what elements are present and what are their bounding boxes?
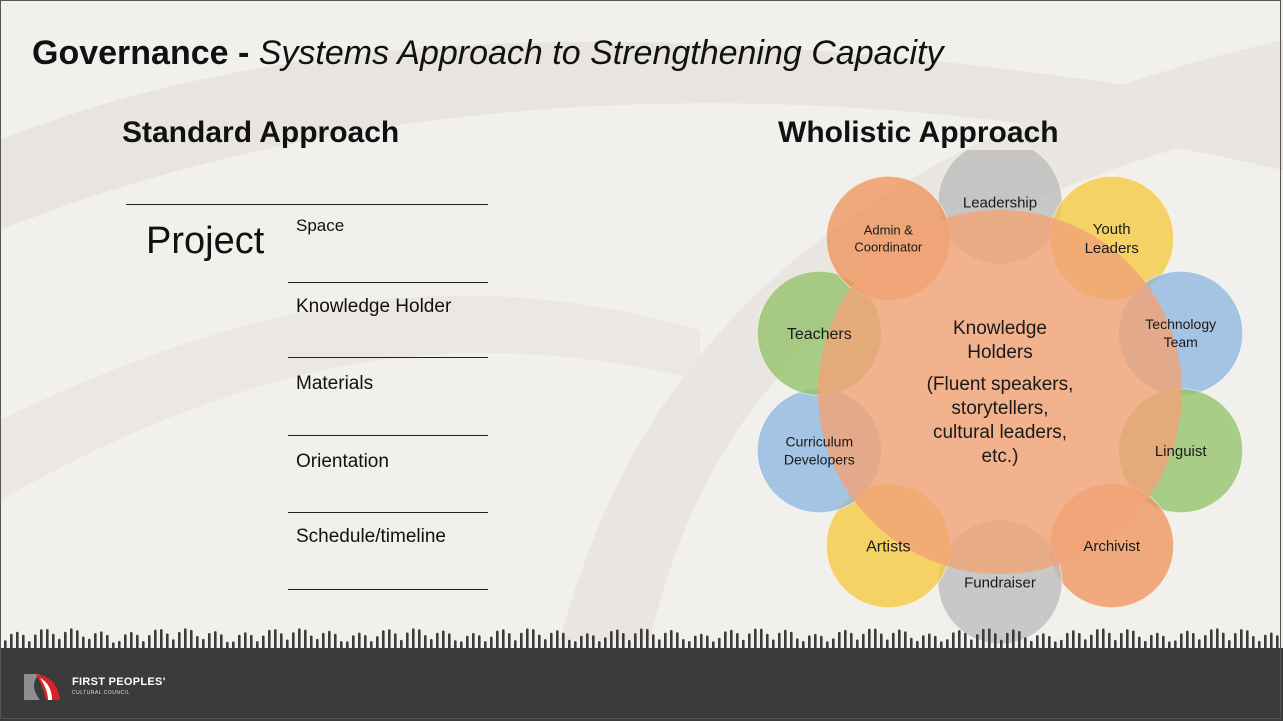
outer-circle-label: Archivist (1083, 538, 1141, 555)
outer-circle-label: Youth (1093, 221, 1131, 238)
center-label-line: Holders (967, 342, 1032, 363)
center-label-line: etc.) (982, 446, 1019, 467)
outer-circle-label: Technology (1145, 316, 1216, 332)
slide-title: Governance - Systems Approach to Strengt… (32, 34, 944, 73)
center-label-line: Knowledge (953, 318, 1047, 339)
organization-name: FIRST PEOPLES' (72, 676, 166, 688)
background-swoosh (0, 40, 1283, 640)
wholistic-approach-heading: Wholistic Approach (778, 116, 1059, 149)
list-item-orientation: Orientation (296, 451, 389, 472)
center-label-line: cultural leaders, (933, 422, 1067, 443)
list-item-schedule: Schedule/timeline (296, 526, 446, 547)
center-label-line: (Fluent speakers, (927, 374, 1074, 395)
standard-approach-heading: Standard Approach (122, 116, 400, 149)
outer-circle-label: Leaders (1085, 240, 1139, 257)
outer-labels: LeadershipYouthLeadersTechnologyTeamLing… (784, 194, 1216, 591)
list-divider (288, 357, 488, 358)
outer-circle-label: Admin & (864, 222, 913, 237)
center-label: Knowledge Holders (Fluent speakers, stor… (927, 318, 1074, 467)
outer-circle-label: Team (1164, 334, 1198, 350)
outer-circle-label: Fundraiser (964, 574, 1036, 591)
outer-circle-label: Leadership (963, 194, 1037, 211)
outer-circle-label: Curriculum (785, 434, 853, 450)
list-item-materials: Materials (296, 373, 374, 394)
project-label: Project (146, 220, 265, 262)
list-divider (288, 589, 488, 590)
center-label-line: storytellers, (951, 398, 1048, 419)
center-circle (818, 210, 1182, 574)
title-lead: Governance - (32, 34, 259, 72)
organization-subname: CULTURAL COUNCIL (72, 690, 130, 696)
list-divider (126, 204, 488, 205)
footer: FIRST PEOPLES' CULTURAL COUNCIL (0, 628, 1283, 721)
wholistic-diagram: LeadershipYouthLeadersTechnologyTeamLing… (756, 150, 1244, 645)
list-divider (288, 435, 488, 436)
outer-circle-label: Teachers (787, 326, 852, 343)
list-divider (288, 282, 488, 283)
footer-band (0, 648, 1283, 721)
outer-circle-label: Artists (866, 538, 910, 555)
title-subtitle: Systems Approach to Strengthening Capaci… (258, 34, 944, 72)
outer-circle-label: Linguist (1155, 443, 1208, 460)
list-item-space: Space (296, 216, 345, 235)
outer-circle-label: Coordinator (854, 239, 923, 254)
organization-logo-icon (24, 674, 60, 700)
list-divider (288, 512, 488, 513)
outer-circle-label: Developers (784, 452, 855, 468)
list-item-knowledge-holder: Knowledge Holder (296, 296, 452, 317)
